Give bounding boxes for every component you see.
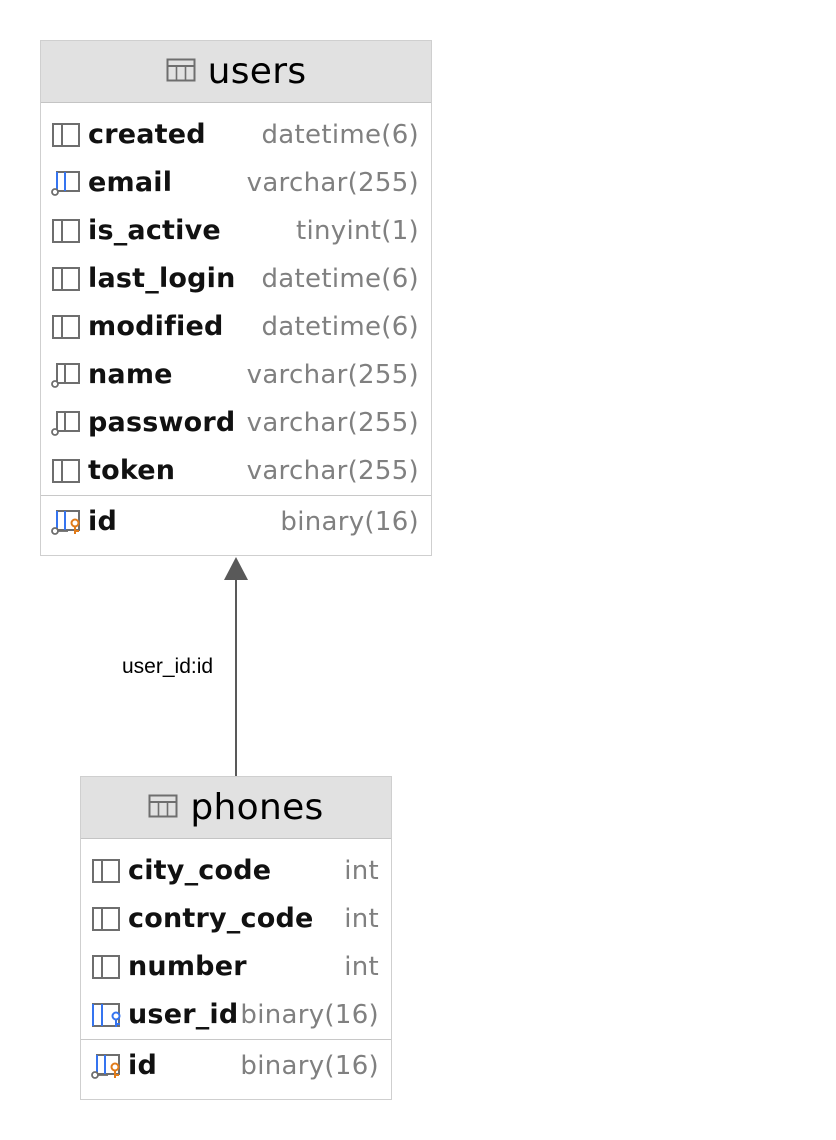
column-name: name — [88, 359, 173, 390]
column-icon — [51, 266, 83, 292]
foreign-key-column-icon — [91, 1002, 123, 1028]
relationship-label: user_id:id — [122, 655, 214, 678]
column-name: city_code — [128, 855, 272, 886]
column-type: binary(16) — [240, 1000, 379, 1030]
column-icon — [91, 906, 123, 932]
column-type: datetime(6) — [261, 264, 419, 294]
column-icon — [51, 458, 83, 484]
column-icon — [51, 218, 83, 244]
column-icon — [91, 858, 123, 884]
column-icon — [51, 122, 83, 148]
column-row[interactable]: user_id binary(16) — [81, 991, 391, 1039]
primary-key-column-icon — [51, 509, 83, 535]
column-row[interactable]: is_active tinyint(1) — [41, 207, 431, 255]
column-name: email — [88, 167, 173, 198]
column-row[interactable]: modified datetime(6) — [41, 303, 431, 351]
column-type: int — [344, 952, 379, 982]
column-name: last_login — [88, 263, 236, 294]
column-type: binary(16) — [280, 507, 419, 537]
column-row[interactable]: name varchar(255) — [41, 351, 431, 399]
column-name: token — [88, 455, 176, 486]
column-row[interactable]: password varchar(255) — [41, 399, 431, 447]
column-name: password — [88, 407, 236, 438]
table-header[interactable]: users — [41, 41, 431, 103]
column-type: binary(16) — [240, 1051, 379, 1081]
column-name: id — [128, 1050, 157, 1081]
primary-key-row[interactable]: id binary(16) — [81, 1039, 391, 1092]
column-icon — [51, 314, 83, 340]
not-null-column-icon — [51, 410, 83, 436]
column-type: varchar(255) — [246, 168, 419, 198]
column-icon — [91, 954, 123, 980]
column-name: is_active — [88, 215, 221, 246]
table-title: phones — [190, 787, 324, 828]
column-type: tinyint(1) — [295, 216, 419, 246]
column-row[interactable]: contry_code int — [81, 895, 391, 943]
column-type: int — [344, 904, 379, 934]
column-name: contry_code — [128, 903, 314, 934]
column-row[interactable]: created datetime(6) — [41, 111, 431, 159]
column-type: varchar(255) — [246, 456, 419, 486]
column-type: varchar(255) — [246, 408, 419, 438]
primary-key-column-icon — [91, 1053, 123, 1079]
column-type: datetime(6) — [261, 120, 419, 150]
column-type: varchar(255) — [246, 360, 419, 390]
relationship-arrowhead — [224, 557, 248, 580]
primary-key-row[interactable]: id binary(16) — [41, 495, 431, 548]
column-name: modified — [88, 311, 224, 342]
column-row[interactable]: city_code int — [81, 847, 391, 895]
table-users[interactable]: users created datetime(6) email varchar(… — [40, 40, 432, 556]
table-icon — [166, 58, 196, 86]
not-null-column-icon — [51, 362, 83, 388]
indexed-column-icon — [51, 170, 83, 196]
table-icon — [148, 794, 178, 822]
column-name: number — [128, 951, 247, 982]
column-row[interactable]: email varchar(255) — [41, 159, 431, 207]
table-phones[interactable]: phones city_code int contry_code int num… — [80, 776, 392, 1100]
table-title: users — [207, 51, 307, 92]
column-row[interactable]: number int — [81, 943, 391, 991]
column-row[interactable]: token varchar(255) — [41, 447, 431, 495]
column-type: int — [344, 856, 379, 886]
column-name: id — [88, 506, 117, 537]
column-name: created — [88, 119, 206, 150]
table-header[interactable]: phones — [81, 777, 391, 839]
column-type: datetime(6) — [261, 312, 419, 342]
column-row[interactable]: last_login datetime(6) — [41, 255, 431, 303]
column-name: user_id — [128, 999, 239, 1030]
